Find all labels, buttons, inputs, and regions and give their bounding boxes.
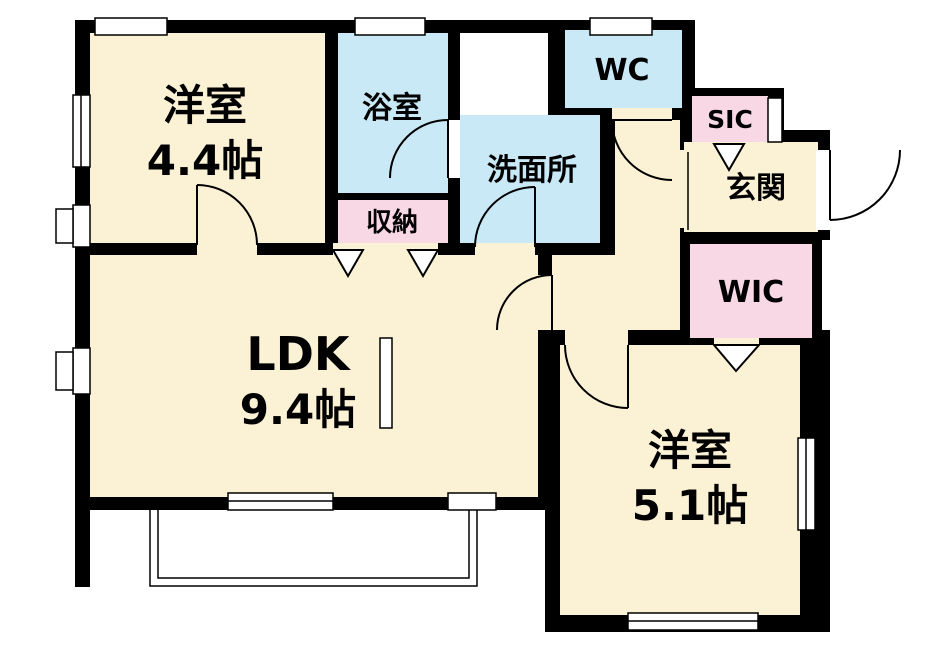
door-arc-bedroom2 (564, 344, 629, 409)
labels: 洋室 4.4帖 浴室 洗面所 WC SIC 玄関 収納 WIC LDK 9.4帖… (147, 53, 786, 530)
folding-door-storage-left (331, 249, 365, 279)
door-arc-bath (389, 119, 449, 179)
window-sic-right (767, 97, 783, 143)
window-bedroom1-left-lower (72, 204, 91, 248)
room-washroom-upper (460, 33, 548, 115)
room-ldk (90, 255, 538, 497)
wall-left-extension (75, 495, 90, 587)
room-bedroom2 (560, 345, 800, 615)
door-arc-wc (611, 119, 673, 181)
shutter-box-bedroom1 (55, 208, 74, 244)
label-bath: 浴室 (362, 91, 422, 126)
label-wic: WIC (718, 275, 784, 310)
folding-door-sic (712, 143, 746, 173)
room-sic (692, 96, 768, 142)
label-bedroom2: 洋室 (648, 426, 732, 475)
opening-bedroom1 (197, 243, 257, 255)
label-ldk-size: 9.4帖 (240, 385, 356, 434)
doors (196, 119, 901, 409)
label-entrance: 玄関 (726, 171, 786, 206)
folding-door-storage-right (406, 249, 440, 279)
label-sic: SIC (707, 105, 753, 134)
door-arc-entrance (829, 149, 901, 221)
room-washroom (460, 115, 600, 243)
folding-door-markers (331, 143, 762, 373)
door-arc-ldk (496, 274, 553, 331)
label-washroom: 洗面所 (487, 153, 577, 188)
opening-corridor-entrance (678, 150, 686, 228)
window-bedroom1-top (94, 17, 168, 36)
window-bath-top (354, 17, 426, 36)
opening-ldk (538, 275, 552, 330)
opening-wc (612, 108, 672, 120)
door-arc-bedroom1 (196, 184, 258, 246)
label-ldk: LDK (246, 327, 351, 381)
kitchen-counter (379, 337, 393, 429)
shutter-box-ldk (55, 351, 74, 391)
label-bedroom2-size: 5.1帖 (632, 481, 748, 530)
opening-wic (714, 338, 759, 345)
room-wc (565, 30, 682, 108)
door-openings (197, 108, 830, 345)
label-wc: WC (594, 53, 649, 88)
room-wic (690, 244, 812, 338)
label-bedroom1-size: 4.4帖 (147, 136, 263, 185)
windows (55, 17, 816, 631)
room-bedroom1 (90, 33, 325, 243)
room-bath (338, 33, 448, 193)
hall-lobe (552, 255, 615, 330)
balcony-inner-line (157, 510, 470, 579)
opening-bedroom2 (565, 330, 628, 345)
rooms (90, 30, 818, 615)
room-entrance (684, 142, 818, 232)
opening-entrance (816, 150, 830, 230)
window-kitchen-bottom (447, 492, 497, 511)
window-wc-top (589, 17, 653, 36)
balcony-outer-line (149, 510, 478, 587)
room-storage (338, 200, 448, 243)
opening-bath (448, 120, 460, 178)
window-ldk-left (72, 347, 91, 395)
door-arc-washroom (474, 186, 536, 248)
hall-corridor (615, 120, 680, 330)
label-storage: 収納 (366, 207, 418, 238)
folding-door-wic (711, 344, 762, 373)
balcony (149, 510, 478, 587)
opening-washroom (475, 243, 535, 255)
label-bedroom1: 洋室 (163, 81, 247, 130)
